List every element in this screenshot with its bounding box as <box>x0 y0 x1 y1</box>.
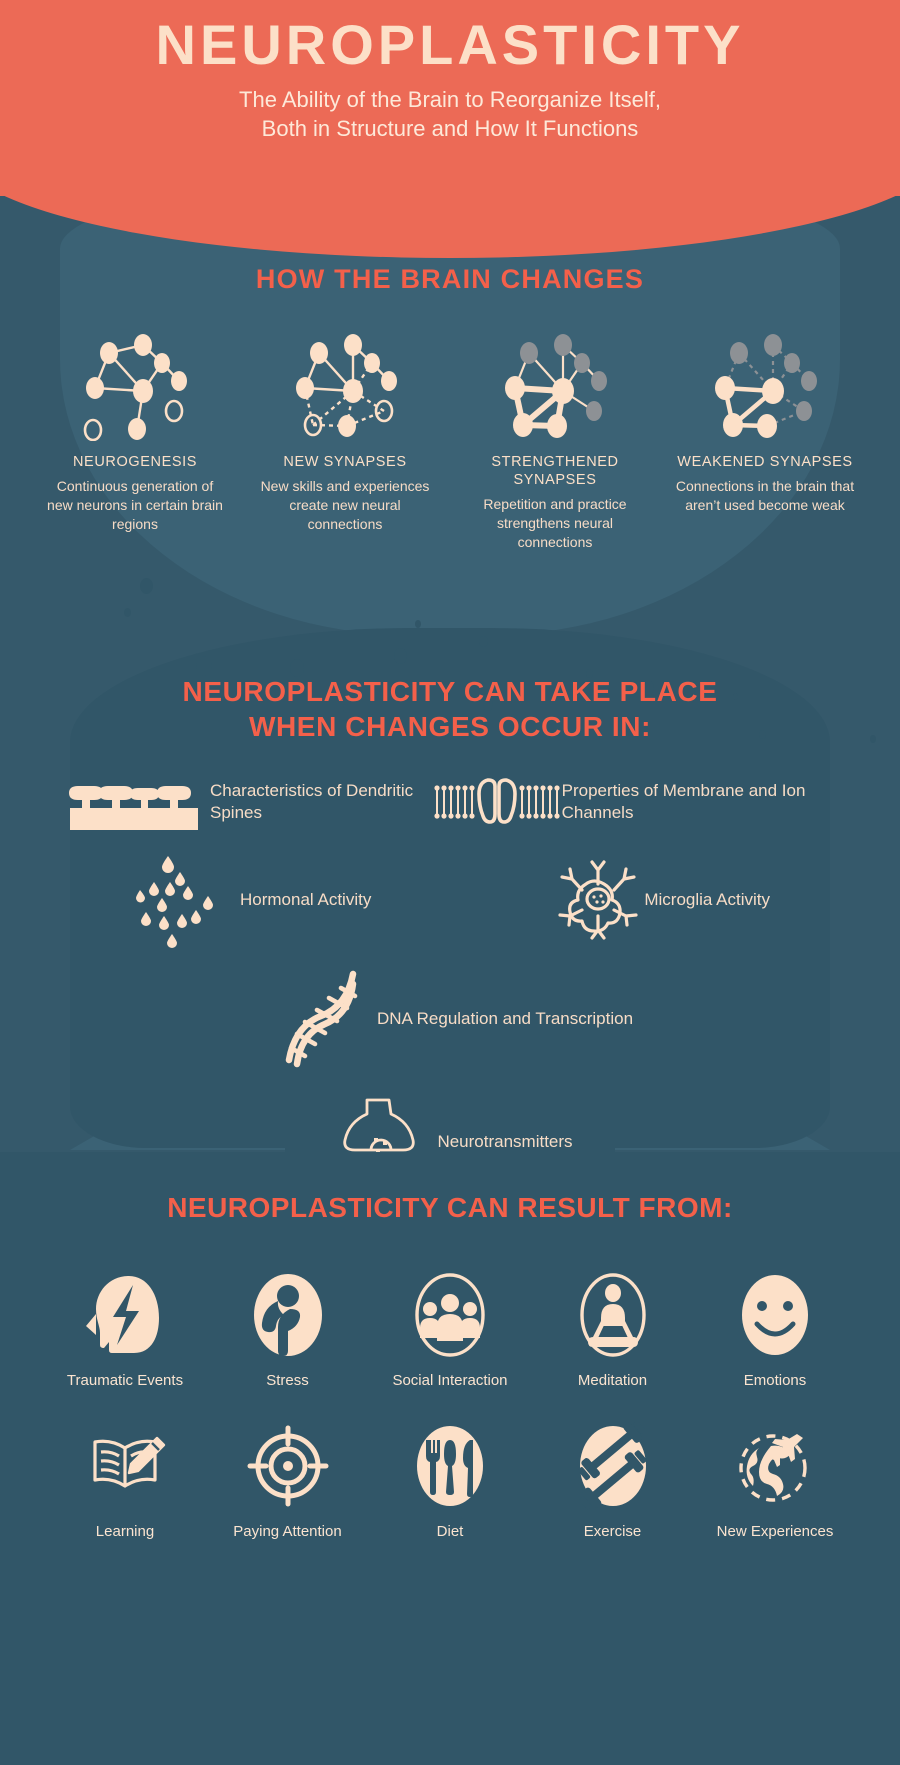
change-item-membrane: Properties of Membrane and Ion Channels <box>432 772 840 832</box>
brain-change-item: NEUROGENESIS Continuous generation of ne… <box>42 333 228 552</box>
membrane-ion-channel-icon <box>432 772 562 832</box>
result-row-2: Learning Pay <box>0 1419 900 1540</box>
stressed-person-icon <box>213 1268 363 1362</box>
section-2-heading-line-1: NEUROPLASTICITY CAN TAKE PLACE <box>182 676 718 707</box>
result-item-emotions: Emotions <box>700 1268 850 1389</box>
brain-change-label: NEW SYNAPSES <box>283 454 407 470</box>
globe-airplane-icon <box>700 1419 850 1513</box>
dendritic-spines-icon <box>60 772 210 832</box>
subtitle-line-1: The Ability of the Brain to Reorganize I… <box>239 86 661 112</box>
header-banner: NEUROPLASTICITY The Ability of the Brain… <box>0 0 900 196</box>
smiley-face-icon <box>700 1268 850 1362</box>
result-label: Diet <box>436 1523 464 1540</box>
section-3-heading: NEUROPLASTICITY CAN RESULT FROM: <box>167 1192 733 1223</box>
target-crosshair-icon <box>213 1419 363 1513</box>
result-row-1: Traumatic Events Stress <box>0 1268 900 1389</box>
result-label: Meditation <box>577 1372 648 1389</box>
neuron-network-dashed-links-icon <box>252 333 438 441</box>
changes-occur-in-section: NEUROPLASTICITY CAN TAKE PLACE WHEN CHAN… <box>0 652 900 1192</box>
microglia-cell-icon <box>552 854 644 946</box>
result-label: Learning <box>95 1523 155 1540</box>
brain-change-item: NEW SYNAPSES New skills and experiences … <box>252 333 438 552</box>
result-item-traumatic-events: Traumatic Events <box>50 1268 200 1389</box>
page-subtitle: The Ability of the Brain to Reorganize I… <box>0 85 900 144</box>
meditating-person-icon <box>538 1268 688 1362</box>
brain-change-item: WEAKENED SYNAPSES Connections in the bra… <box>672 333 858 552</box>
change-label: DNA Regulation and Transcription <box>376 1009 634 1029</box>
brain-change-label: WEAKENED SYNAPSES <box>677 454 853 470</box>
how-brain-changes-section: HOW THE BRAIN CHANGES <box>0 196 900 552</box>
result-label: Exercise <box>583 1523 642 1540</box>
change-label: Properties of Membrane and Ion Channels <box>561 781 806 822</box>
change-item-hormonal: Hormonal Activity <box>130 850 371 950</box>
result-item-diet: Diet <box>375 1419 525 1540</box>
result-label: Traumatic Events <box>66 1372 184 1389</box>
neuron-network-new-nodes-icon <box>42 333 228 442</box>
result-item-stress: Stress <box>213 1268 363 1389</box>
section-1-heading: HOW THE BRAIN CHANGES <box>255 264 645 294</box>
neuron-network-thick-links-icon <box>462 333 648 441</box>
brain-change-desc: Continuous generation of new neurons in … <box>47 478 223 532</box>
result-item-exercise: Exercise <box>538 1419 688 1540</box>
section-2-heading: NEUROPLASTICITY CAN TAKE PLACE WHEN CHAN… <box>0 674 900 744</box>
changes-row-1: Characteristics of Dendritic Spines <box>0 772 900 832</box>
dumbbells-icon <box>538 1419 688 1513</box>
result-item-meditation: Meditation <box>538 1268 688 1389</box>
brain-change-label: NEUROGENESIS <box>72 454 198 470</box>
brain-change-desc: New skills and experiences create new ne… <box>260 478 430 532</box>
change-item-dna: DNA Regulation and Transcription <box>267 964 633 1074</box>
section-2-heading-line-2: WHEN CHANGES OCCUR IN: <box>248 711 652 742</box>
cutlery-icon <box>375 1419 525 1513</box>
change-label: Neurotransmitters <box>437 1132 573 1152</box>
result-item-paying-attention: Paying Attention <box>213 1419 363 1540</box>
change-label: Microglia Activity <box>644 890 770 910</box>
result-label: Paying Attention <box>233 1523 342 1540</box>
brain-change-columns: NEUROGENESIS Continuous generation of ne… <box>0 333 900 552</box>
hormone-droplets-icon <box>130 850 240 950</box>
result-label: New Experiences <box>716 1523 834 1540</box>
brain-change-desc: Connections in the brain that aren’t use… <box>675 478 855 514</box>
changes-row-3: DNA Regulation and Transcription <box>0 964 900 1074</box>
result-item-learning: Learning <box>50 1419 200 1540</box>
page-title: NEUROPLASTICITY <box>155 13 745 76</box>
result-label: Emotions <box>743 1372 807 1389</box>
result-from-section: NEUROPLASTICITY CAN RESULT FROM: Traumat… <box>0 1152 900 1765</box>
open-book-pencil-icon <box>50 1419 200 1513</box>
brain-change-item: STRENGTHENED SYNAPSES Repetition and pra… <box>462 333 648 552</box>
middle-blob-neck-shape <box>285 1060 615 1160</box>
changes-row-2: Hormonal Activity <box>0 850 900 950</box>
brain-change-desc: Repetition and practice strengthens neur… <box>483 496 627 551</box>
dna-helix-icon <box>267 964 377 1074</box>
change-item-microglia: Microglia Activity <box>552 854 770 946</box>
brain-change-label: STRENGTHENED SYNAPSES <box>491 454 619 489</box>
subtitle-line-2: Both in Structure and How It Functions <box>261 116 639 142</box>
change-label: Hormonal Activity <box>240 890 372 910</box>
result-label: Stress <box>266 1372 309 1389</box>
change-label: Characteristics of Dendritic Spines <box>210 781 414 822</box>
change-item-dendritic-spines: Characteristics of Dendritic Spines <box>60 772 432 832</box>
people-group-icon <box>375 1268 525 1362</box>
result-item-new-experiences: New Experiences <box>700 1419 850 1540</box>
result-item-social-interaction: Social Interaction <box>375 1268 525 1389</box>
neuron-network-faded-links-icon <box>672 333 858 441</box>
result-label: Social Interaction <box>392 1372 508 1389</box>
head-lightning-icon <box>50 1268 200 1362</box>
